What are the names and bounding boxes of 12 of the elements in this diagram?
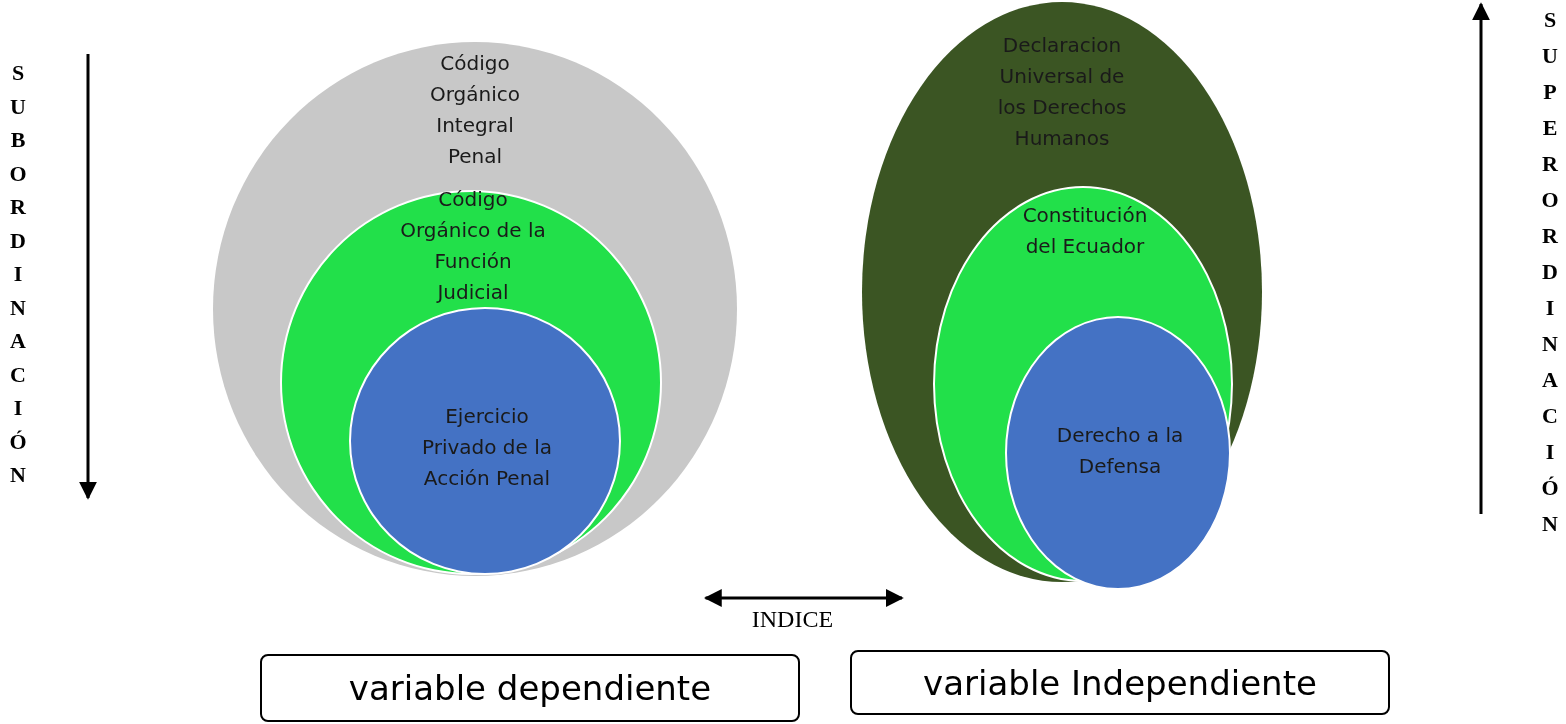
region-label: Declaracion Universal de los Derechos Humanos xyxy=(996,32,1128,152)
region-label: Derecho a la Defensa xyxy=(1055,422,1185,480)
vertical-label: SUBORDINACIÓN xyxy=(8,59,28,489)
region-label: Código Orgánico de la Función Judicial xyxy=(399,186,547,306)
region-label: Código Orgánico Integral Penal xyxy=(429,50,521,170)
region-label: Ejercicio Privado de la Acción Penal xyxy=(420,403,553,492)
double-arrow xyxy=(703,589,904,607)
variable-box: variable Independiente xyxy=(850,650,1390,715)
edge-label: INDICE xyxy=(751,606,834,633)
variable-box: variable dependiente xyxy=(260,654,800,722)
vertical-label: SUPERORDINACIÓN xyxy=(1540,6,1560,538)
region-label: Constitución del Ecuador xyxy=(1021,202,1149,260)
